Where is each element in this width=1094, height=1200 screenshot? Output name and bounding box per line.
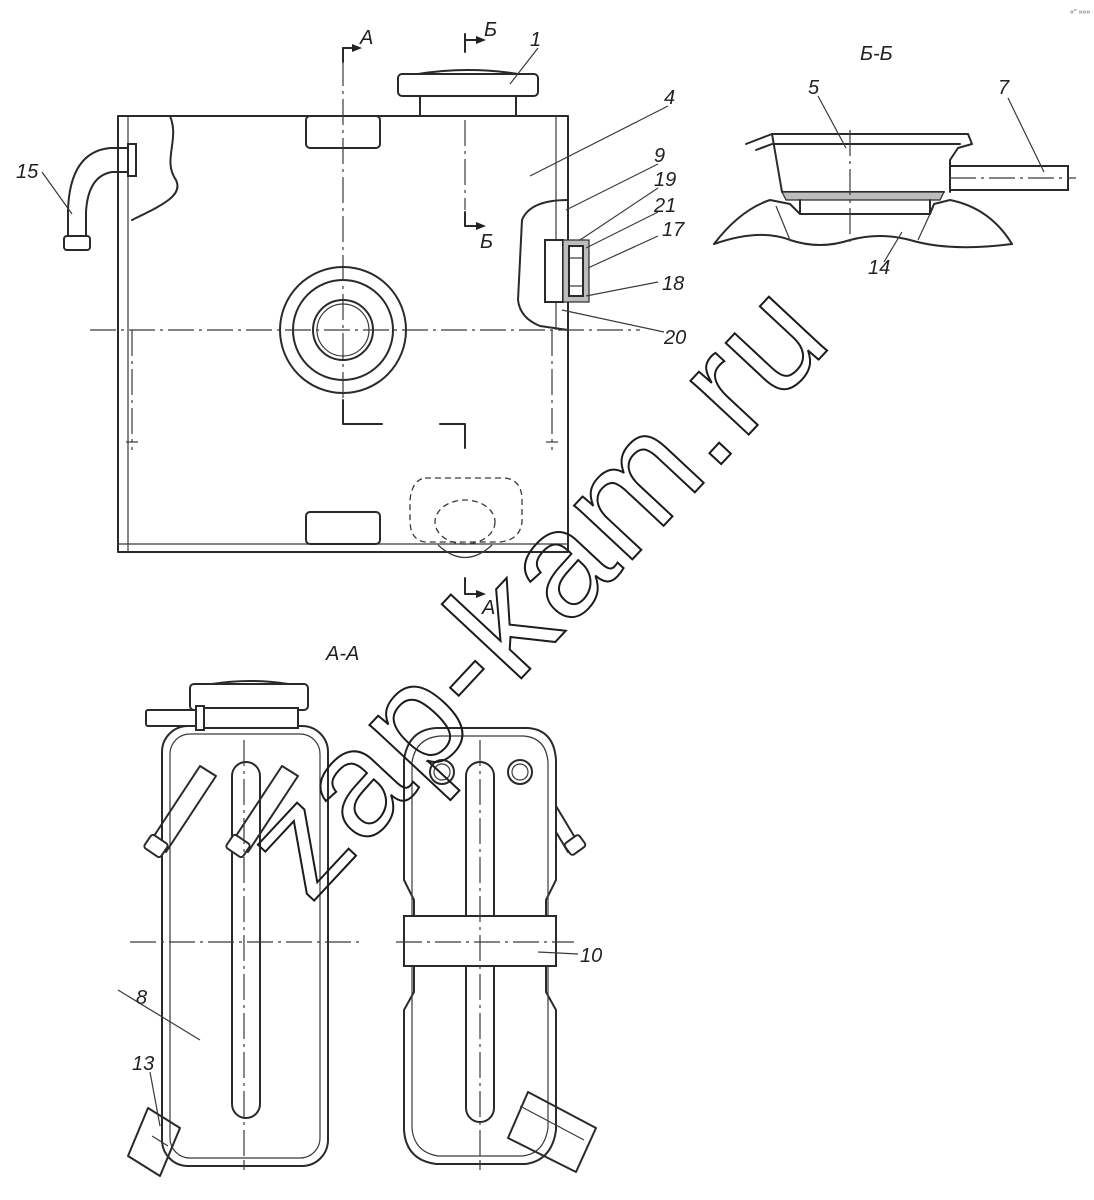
- tank-section-left: 8 13: [117, 680, 360, 1177]
- callout-9: 9: [654, 145, 665, 167]
- section-a-title: А-А: [325, 643, 359, 665]
- section-label-b-top: Б: [484, 19, 497, 41]
- callout-20: 20: [663, 327, 686, 349]
- callout-14: 14: [868, 257, 890, 279]
- callout-5: 5: [808, 77, 820, 99]
- callout-17: 17: [662, 219, 685, 241]
- watermark-text: zap-kam.ru: [211, 249, 859, 927]
- tank-section-right: 10: [396, 727, 602, 1173]
- callout-4: 4: [664, 87, 675, 109]
- outlet-pipe-15: [63, 143, 137, 251]
- section-label-a-bottom: А: [481, 597, 495, 619]
- section-mark-b-mid: Б: [464, 211, 493, 253]
- callout-10: 10: [580, 945, 602, 967]
- callout-19: 19: [654, 169, 676, 191]
- section-b-title: Б-Б: [860, 43, 893, 65]
- callout-1: 1: [530, 29, 541, 51]
- section-mark-b-top: Б: [464, 19, 497, 53]
- callout-7: 7: [998, 77, 1010, 99]
- section-mark-a-bottom: А: [464, 577, 495, 619]
- callout-21: 21: [653, 195, 676, 217]
- drain-plug-assembly: [517, 199, 590, 331]
- callout-8: 8: [136, 987, 147, 1009]
- corner-mark: «° »»»: [1070, 8, 1090, 16]
- section-a-view: А-А 8 13: [117, 643, 602, 1177]
- section-label-b-mid: Б: [480, 231, 493, 253]
- section-b-view: Б-Б 5 7 14: [713, 43, 1076, 279]
- section-mark-a-top: А: [342, 27, 373, 63]
- callout-18: 18: [662, 273, 684, 295]
- section-label-a-top: А: [359, 27, 373, 49]
- filler-cap: [397, 69, 539, 117]
- top-view: А Б Б А 1 4 9 19: [16, 19, 686, 619]
- callout-13: 13: [132, 1053, 154, 1075]
- callout-15: 15: [16, 161, 39, 183]
